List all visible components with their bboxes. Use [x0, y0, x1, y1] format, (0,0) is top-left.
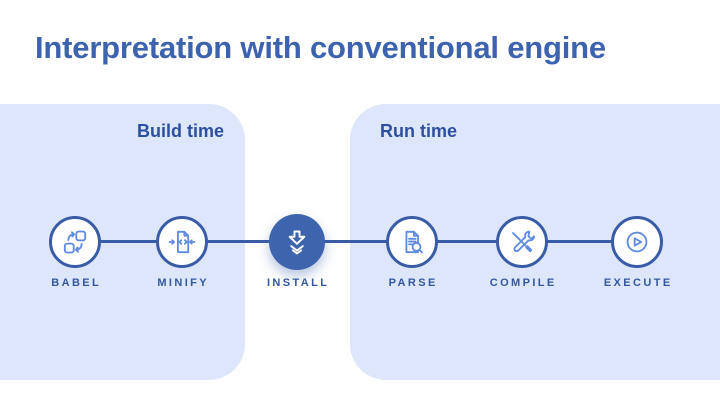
- build-time-heading: Build time: [137, 121, 225, 141]
- compile-node-circle: [496, 216, 548, 268]
- play-icon: [626, 231, 648, 253]
- parse-icon: [405, 230, 423, 254]
- tools-icon: [512, 230, 535, 253]
- install-node-circle: [269, 214, 325, 270]
- pipeline-step-execute: EXECUTE: [582, 216, 692, 289]
- execute-node-circle: [611, 216, 663, 268]
- step-label: MINIFY: [157, 277, 210, 289]
- minify-icon: [168, 230, 196, 254]
- step-label: COMPILE: [489, 277, 557, 289]
- step-label: INSTALL: [266, 277, 330, 289]
- pipeline-step-parse: PARSE: [357, 216, 467, 289]
- step-label: BABEL: [51, 277, 102, 289]
- step-label: EXECUTE: [603, 277, 673, 289]
- babel-node-circle: [49, 216, 101, 268]
- pipeline-step-install: INSTALL: [242, 214, 352, 289]
- minify-node-circle: [156, 216, 208, 268]
- pipeline-step-minify: MINIFY: [127, 216, 237, 289]
- transform-icon: [63, 230, 87, 254]
- download-icon: [288, 230, 306, 255]
- parse-node-circle: [386, 216, 438, 268]
- step-label: PARSE: [388, 277, 438, 289]
- page-title: Interpretation with conventional engine: [35, 30, 606, 65]
- pipeline-connector-line: [75, 240, 637, 243]
- pipeline-step-babel: BABEL: [20, 216, 130, 289]
- pipeline-step-compile: COMPILE: [467, 216, 577, 289]
- run-time-heading: Run time: [380, 121, 458, 141]
